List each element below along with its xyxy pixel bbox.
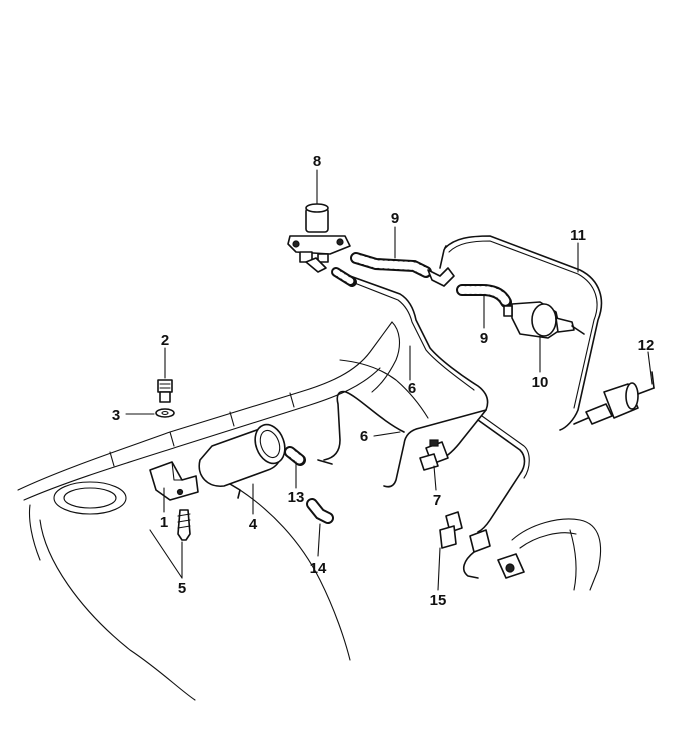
pipe-lines xyxy=(323,235,603,533)
part-7-connector xyxy=(419,439,449,471)
callout-12: 12 xyxy=(638,337,655,354)
part-2-bolt xyxy=(157,379,173,403)
part-1-bracket xyxy=(149,461,199,501)
vehicle-body-outline xyxy=(17,321,429,701)
callout-11: 11 xyxy=(570,227,586,244)
callout-labels: 8 9 11 9 12 2 6 10 3 6 13 7 1 4 14 5 15 xyxy=(112,153,655,609)
callout-14: 14 xyxy=(310,560,327,577)
callout-5: 5 xyxy=(178,580,186,597)
part-12-inline-filter xyxy=(573,371,655,425)
callout-6b: 6 xyxy=(360,428,368,445)
callout-10: 10 xyxy=(532,374,549,391)
callout-7: 7 xyxy=(433,492,441,509)
callout-9a: 9 xyxy=(391,210,399,227)
part-14-elbow-hose xyxy=(306,498,334,524)
part-4-canister xyxy=(198,423,286,499)
callout-8: 8 xyxy=(313,153,321,170)
part-10-filter xyxy=(503,301,585,339)
callout-3: 3 xyxy=(112,407,120,424)
part-13-hose xyxy=(284,446,333,466)
callout-15: 15 xyxy=(430,592,447,609)
callout-1: 1 xyxy=(160,514,168,531)
part-5-screw xyxy=(177,509,191,541)
throttle-body-outline xyxy=(497,518,602,591)
leader-lines xyxy=(125,169,653,591)
part-9-hoses xyxy=(331,245,512,308)
part-3-washer xyxy=(155,408,175,418)
callout-4: 4 xyxy=(249,516,258,533)
callout-9b: 9 xyxy=(480,330,488,347)
part-8-solenoid-valve xyxy=(287,203,351,273)
callout-2: 2 xyxy=(161,332,169,349)
callout-6a: 6 xyxy=(408,380,416,397)
callout-13: 13 xyxy=(288,489,305,506)
part-15-connector xyxy=(439,511,491,579)
